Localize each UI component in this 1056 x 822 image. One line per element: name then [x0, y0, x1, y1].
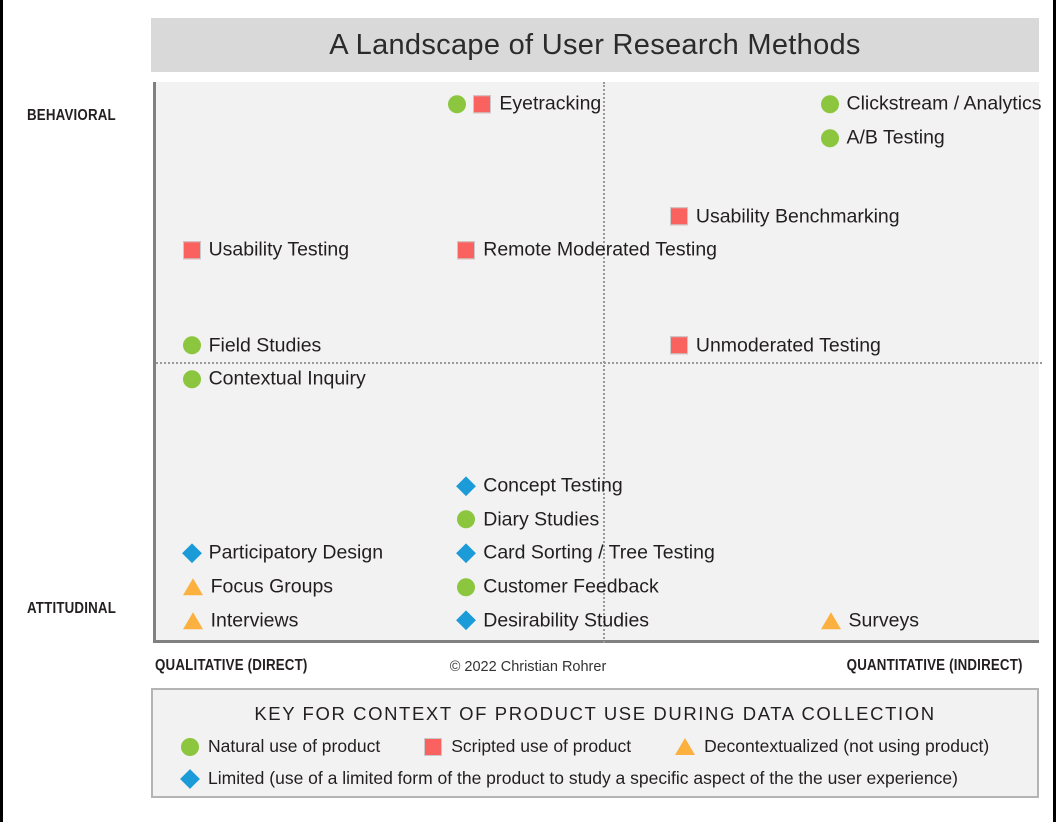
- data-point-markers: [456, 610, 477, 631]
- data-point: Usability Testing: [182, 238, 350, 261]
- data-point-markers: [820, 129, 839, 148]
- circle-icon: [820, 129, 839, 148]
- data-point-markers: [182, 578, 203, 596]
- diamond-icon: [181, 543, 202, 564]
- key-legend-box: KEY FOR CONTEXT OF PRODUCT USE DURING DA…: [151, 688, 1039, 798]
- data-point-label: Usability Benchmarking: [695, 204, 900, 227]
- square-icon: [669, 207, 688, 226]
- data-point-markers: [182, 370, 201, 389]
- diamond-icon: [456, 610, 477, 631]
- square-icon: [669, 336, 688, 355]
- key-entry-limited: Limited (use of a limited form of the pr…: [180, 768, 958, 789]
- data-point-label: Card Sorting / Tree Testing: [483, 541, 715, 564]
- data-point: Diary Studies: [457, 507, 600, 530]
- data-point-label: Concept Testing: [483, 474, 623, 497]
- key-entry-decontextualized: Decontextualized (not using product): [675, 736, 989, 757]
- key-label-scripted: Scripted use of product: [451, 736, 632, 756]
- diamond-icon: [180, 768, 200, 789]
- key-row-secondary: Limited (use of a limited form of the pr…: [153, 768, 1037, 789]
- triangle-icon: [820, 612, 841, 630]
- data-point-label: Field Studies: [208, 333, 322, 356]
- circle-icon: [448, 95, 467, 114]
- diamond-icon: [456, 543, 477, 564]
- key-label-limited: Limited (use of a limited form of the pr…: [208, 768, 958, 788]
- data-point-markers: [820, 612, 841, 630]
- data-point-markers: [457, 577, 476, 596]
- data-point: Card Sorting / Tree Testing: [456, 541, 715, 564]
- data-point: Desirability Studies: [456, 608, 650, 631]
- circle-icon: [820, 95, 839, 114]
- key-label-natural: Natural use of product: [208, 736, 381, 756]
- data-point-label: Participatory Design: [208, 541, 384, 564]
- data-point: Usability Benchmarking: [669, 204, 900, 227]
- data-point: Unmoderated Testing: [669, 333, 881, 356]
- data-point-label: Eyetracking: [499, 92, 602, 115]
- square-icon: [473, 95, 492, 114]
- circle-icon: [182, 336, 201, 355]
- data-point-markers: [669, 336, 688, 355]
- data-point-label: Focus Groups: [210, 575, 334, 598]
- data-point-markers: [457, 510, 476, 529]
- copyright-text: © 2022 Christian Rohrer: [449, 659, 607, 675]
- data-point-label: Remote Moderated Testing: [483, 238, 718, 261]
- data-point-label: Clickstream / Analytics: [846, 92, 1042, 115]
- data-point-markers: [182, 612, 203, 630]
- data-point-markers: [182, 336, 201, 355]
- data-point: Participatory Design: [181, 541, 384, 564]
- axis-label-attitudinal: ATTITUDINAL: [27, 600, 117, 617]
- data-point: Interviews: [182, 608, 299, 631]
- circle-icon: [181, 737, 199, 756]
- triangle-icon: [182, 612, 203, 630]
- data-point: Field Studies: [182, 333, 322, 356]
- triangle-icon: [182, 578, 203, 596]
- chart-title-bar: A Landscape of User Research Methods: [151, 18, 1039, 72]
- data-point-markers: [669, 207, 688, 226]
- data-point: Clickstream / Analytics: [820, 92, 1042, 115]
- data-point: Surveys: [820, 608, 919, 631]
- data-point-markers: [456, 543, 477, 564]
- data-point: Customer Feedback: [457, 577, 659, 597]
- data-point: A/B Testing: [820, 126, 945, 149]
- key-entry-natural: Natural use of product: [181, 736, 380, 757]
- data-point-label: Usability Testing: [208, 238, 350, 261]
- data-point: Remote Moderated Testing: [457, 238, 718, 261]
- axis-label-behavioral: BEHAVIORAL: [27, 107, 116, 124]
- circle-icon: [182, 370, 201, 389]
- data-point-label: Diary Studies: [483, 507, 600, 530]
- data-point-label: Customer Feedback: [483, 575, 659, 598]
- diamond-icon: [456, 476, 477, 496]
- axis-label-qualitative: QUALITATIVE (DIRECT): [155, 657, 308, 674]
- key-entry-scripted: Scripted use of product: [424, 736, 631, 757]
- data-point-markers: [456, 476, 477, 496]
- data-point-label: Contextual Inquiry: [208, 367, 366, 390]
- data-point-label: Surveys: [848, 608, 919, 631]
- axis-label-quantitative: QUANTITATIVE (INDIRECT): [846, 657, 1023, 674]
- key-title: KEY FOR CONTEXT OF PRODUCT USE DURING DA…: [254, 703, 936, 724]
- data-point: Concept Testing: [456, 474, 623, 497]
- key-label-decontextualized: Decontextualized (not using product): [704, 736, 990, 756]
- data-point-markers: [820, 95, 839, 114]
- circle-icon: [457, 510, 476, 529]
- data-point-label: Unmoderated Testing: [695, 333, 881, 356]
- data-point-markers: [457, 241, 476, 260]
- circle-icon: [457, 577, 476, 596]
- data-point-label: Desirability Studies: [483, 608, 650, 631]
- data-point-label: A/B Testing: [846, 126, 945, 149]
- data-point-label: Interviews: [210, 608, 299, 631]
- data-point-markers: [182, 241, 201, 260]
- data-point-markers: [448, 95, 492, 114]
- data-point: Contextual Inquiry: [182, 367, 366, 390]
- data-point: Eyetracking: [448, 92, 602, 115]
- key-row-primary: Natural use of product Scripted use of p…: [153, 736, 1037, 757]
- data-point-markers: [181, 543, 202, 564]
- horizontal-axis-divider: [156, 362, 1042, 364]
- square-icon: [457, 241, 476, 260]
- square-icon: [424, 737, 443, 756]
- triangle-icon: [675, 738, 696, 755]
- page-title: A Landscape of User Research Methods: [329, 28, 861, 61]
- square-icon: [182, 241, 201, 260]
- data-point: Focus Groups: [182, 575, 334, 598]
